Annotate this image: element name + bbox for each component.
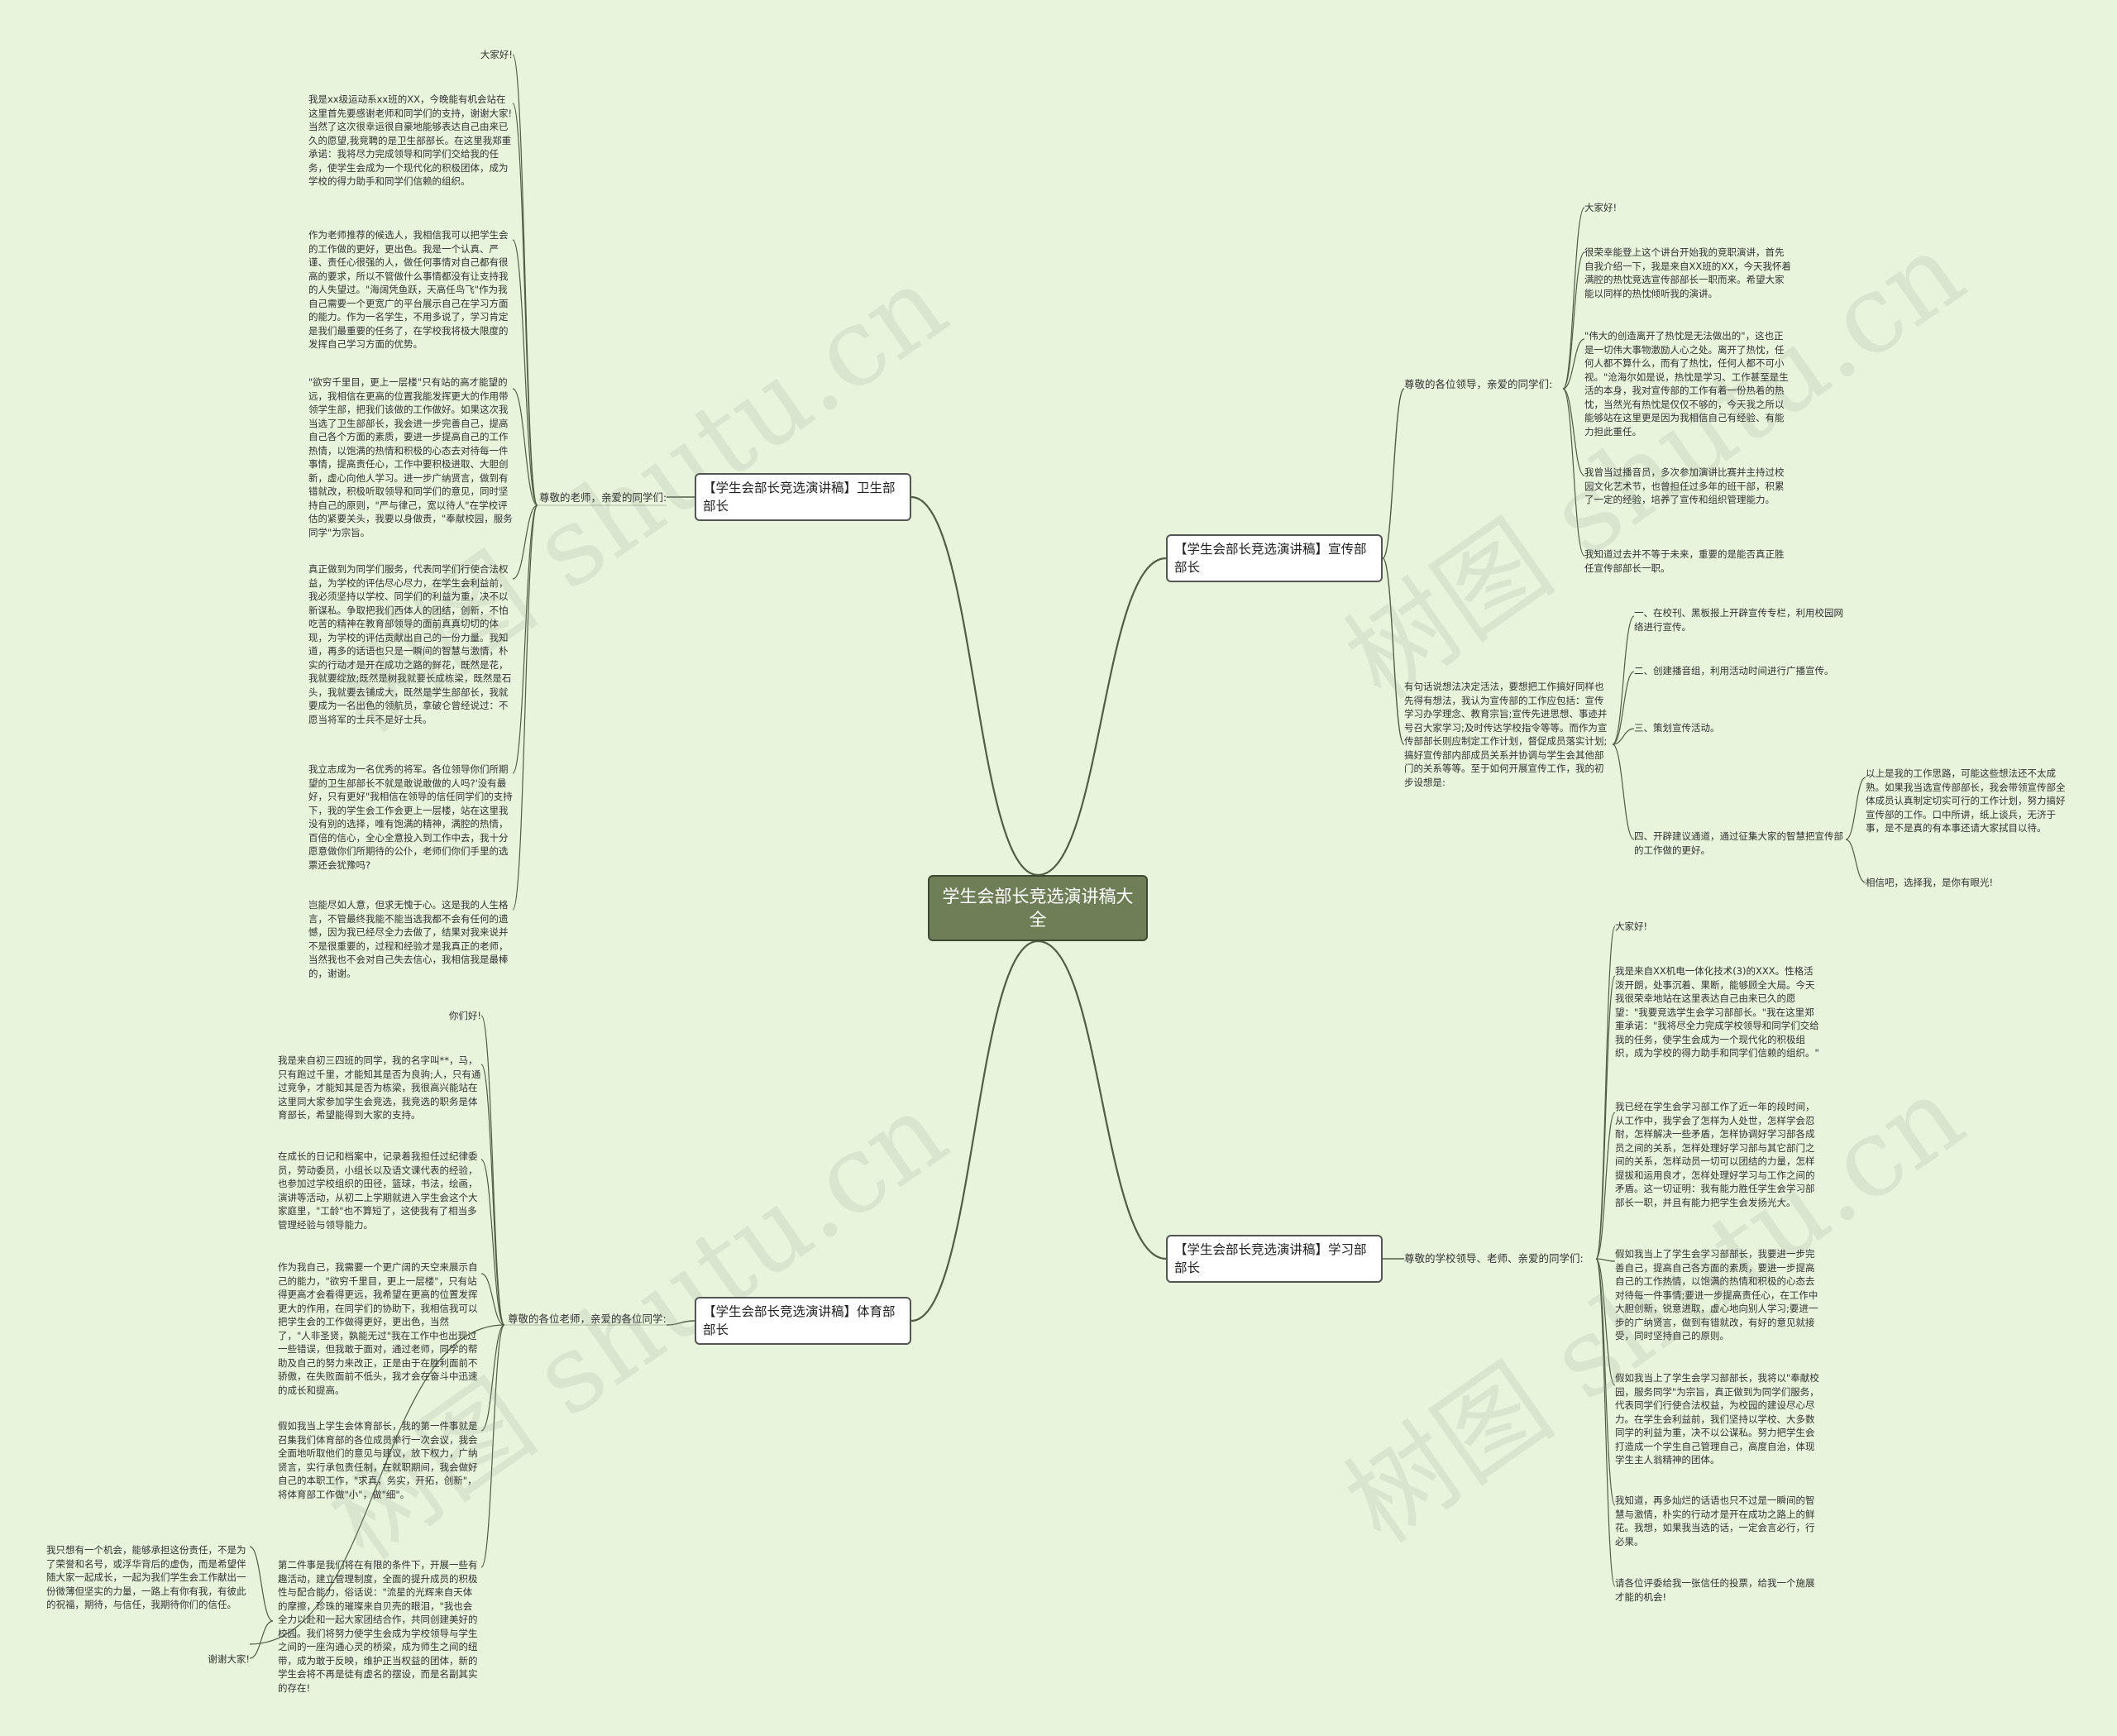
greeting-node[interactable]: 尊敬的学校领导、老师、亲爱的同学们: [1404,1252,1584,1265]
leaf-node[interactable]: 假如我当上了学生会学习部部长，我要进一步完善自己，提高自己各方面的素质，要进一步… [1615,1248,1818,1341]
connector-line [1595,975,1616,1260]
connector-line [480,1159,505,1326]
branch-study-minister[interactable]: 【学生会部长竞选演讲稿】学习部部长 [1166,1235,1383,1283]
leaf-node[interactable]: 假如我当上了学生会学习部部长，我将以"奉献校园，服务同学"为宗旨，真正做到为同学… [1615,1372,1819,1466]
connector-line [1562,251,1585,390]
greeting-node[interactable]: 尊敬的老师，亲爱的同学们: [539,491,667,504]
leaf-node[interactable]: 在成长的日记和档案中，记录着我担任过纪律委员，劳动委员，小组长以及语文课代表的经… [278,1150,478,1231]
connector-line [1562,207,1585,390]
leaf-node[interactable]: 岂能尽如人意，但求无愧于心。这是我的人生格言，不管最终我能不能当选我都不会有任何… [308,899,509,979]
connector-line [910,940,1039,1322]
leaf-node[interactable]: 我是来自XX机电一体化技术(3)的XXX。性格活泼开朗，处事沉着、果断，能够顾全… [1615,965,1819,1059]
leaf-node[interactable]: 大家好! [480,49,513,60]
leaf-node[interactable]: 谢谢大家! [208,1653,250,1665]
connector-line [1612,744,1635,840]
plan-item[interactable]: 二、创建播音组，利用活动时间进行广播宣传。 [1634,665,1834,677]
leaf-node[interactable]: 我是来自初三四班的同学，我的名字叫**，马，只有跑过千里，才能知其是否为良驹;人… [278,1055,481,1121]
leaf-node[interactable]: 大家好! [1615,921,1648,932]
leaf-node[interactable]: 我已经在学生会学习部工作了近一年的段时间，从工作中，我学会了怎样为人处世，怎样学… [1615,1101,1815,1208]
connector-line [1382,388,1405,559]
connector-line [1595,1112,1616,1260]
leaf-node[interactable]: 我知道，再多灿烂的话语也只不过是一瞬间的智慧与激情，朴实的行动才是开在成功之路上… [1615,1494,1815,1547]
leaf-node[interactable]: 作为老师推荐的候选人，我相信我可以把学生会的工作做的更好，更出色。我是一个认真、… [308,229,509,350]
plan-node[interactable]: 有句话说想法决定活法，要想把工作搞好同样也先得有想法，我认为宣传部的工作应包括：… [1404,681,1608,788]
branch-label: 【学生会部长竞选演讲稿】卫生部部长 [703,481,896,514]
connector-line [1612,671,1635,745]
branch-label: 【学生会部长竞选演讲稿】学习部部长 [1174,1242,1367,1275]
connector-line [666,1320,695,1326]
connector-line [910,495,1039,877]
connector-line [512,505,538,774]
leaf-node[interactable]: 假如我当上学生会体育部长，我的第一件事就是召集我们体育部的各位成员举行一次会议，… [278,1420,478,1500]
connector-line [1845,839,1866,883]
leaf-node[interactable]: 大家好! [1584,202,1618,213]
leaf-node[interactable]: 我立志成为一名优秀的将军。各位领导你们所期望的卫生部部长不就是敢说敢做的人吗?'… [308,763,513,871]
connector-line [249,1546,274,1622]
connector-line [1595,925,1616,1260]
connector-line [512,103,538,506]
connector-line [1595,1258,1616,1262]
connector-line [1845,777,1866,840]
plan-item[interactable]: 一、在校刊、黑板报上开辟宣传专栏，利用校园网络进行宣传。 [1634,607,1843,633]
leaf-node[interactable]: 我是xx级运动系xx班的XX，今晚能有机会站在这里首先要感谢老师和同学们的支持，… [308,93,513,187]
connector-line [512,388,538,506]
plan-item[interactable]: 四、开辟建议通道，通过征集大家的智慧把宣传部的工作做的更好。 [1634,830,1843,856]
connector-line [1037,557,1167,877]
greeting-node[interactable]: 尊敬的各位领导，亲爱的同学们: [1404,378,1553,390]
connector-line [1037,940,1167,1260]
connector-line [1562,388,1585,557]
connector-line [249,1620,274,1659]
greeting-node[interactable]: 尊敬的各位老师，亲爱的各位同学: [508,1313,667,1325]
connector-line [1595,1258,1616,1386]
connector-line [1595,1258,1616,1587]
root-topic[interactable]: 学生会部长竞选演讲稿大全 [928,875,1148,941]
connector-line [480,1064,505,1326]
leaf-node[interactable]: 相信吧，选择我，是你有眼光! [1866,877,1994,888]
connector-line [512,54,538,506]
leaf-node[interactable]: 我只想有一个机会，能够承担这份责任，不是为了荣誉和名号，或浮华背后的虚伪，而是希… [46,1544,246,1610]
leaf-node[interactable]: "欲穷千里目，更上一层楼"只有站的高才能望的远，我相信在更高的位置我能发挥更大的… [308,376,513,538]
leaf-node[interactable]: 请各位评委给我一张信任的投票，给我一个施展才能的机会! [1615,1577,1815,1603]
connector-line [1562,338,1585,390]
leaf-node[interactable]: 很荣幸能登上这个讲台开始我的竞职演讲，首先自我介绍一下，我是来自XX班的XX，今… [1584,246,1792,299]
connector-line [1612,615,1635,745]
connector-line [512,505,538,911]
root-topic-label: 学生会部长竞选演讲稿大全 [942,887,1134,930]
leaf-node[interactable]: 你们好! [448,1010,481,1021]
connector-line [512,239,538,506]
connector-line [480,1324,505,1432]
leaf-node[interactable]: 以上是我的工作思路，可能这些想法还不太成熟。如果我当选宣传部部长，我会带领宣传部… [1866,768,2066,834]
connector-line [1612,728,1635,745]
leaf-node[interactable]: "伟大的创造离开了热忱是无法做出的"，这也正是一切伟大事物激励人心之处。离开了热… [1584,330,1789,438]
connector-line [1382,557,1405,745]
connector-line [512,505,538,580]
connector-line [249,1324,505,1645]
plan-item[interactable]: 三、策划宣传活动。 [1634,722,1720,734]
branch-sports-minister[interactable]: 【学生会部长竞选演讲稿】体育部部长 [695,1297,911,1345]
connector-line [1562,388,1585,476]
branch-label: 【学生会部长竞选演讲稿】宣传部部长 [1174,542,1367,575]
branch-hygiene-minister[interactable]: 【学生会部长竞选演讲稿】卫生部部长 [695,473,911,521]
connector-line [480,1015,505,1326]
leaf-node[interactable]: 我知道过去并不等于未来，重要的是能否真正胜任宣传部部长一职。 [1584,548,1785,574]
leaf-node[interactable]: 真正做到为同学们服务，代表同学们行使合法权益，为学校的评估尽心尽力，在学生会利益… [308,563,512,725]
branch-label: 【学生会部长竞选演讲稿】体育部部长 [703,1304,896,1337]
leaf-node[interactable]: 我曾当过播音员，多次参加演讲比赛并主持过校园文化艺术节，也曾担任过多年的班干部，… [1584,466,1785,505]
connector-line [480,1324,505,1568]
connector-line [480,1273,505,1326]
branch-publicity-minister[interactable]: 【学生会部长竞选演讲稿】宣传部部长 [1166,534,1383,582]
leaf-node[interactable]: 作为我自己，我需要一个更广阔的天空来展示自己的能力，"欲穷千里目，更上一层楼"，… [278,1261,478,1396]
leaf-node[interactable]: 第二件事是我们将在有限的条件下，开展一些有趣活动，建立管理制度，全面的提升成员的… [278,1559,478,1694]
